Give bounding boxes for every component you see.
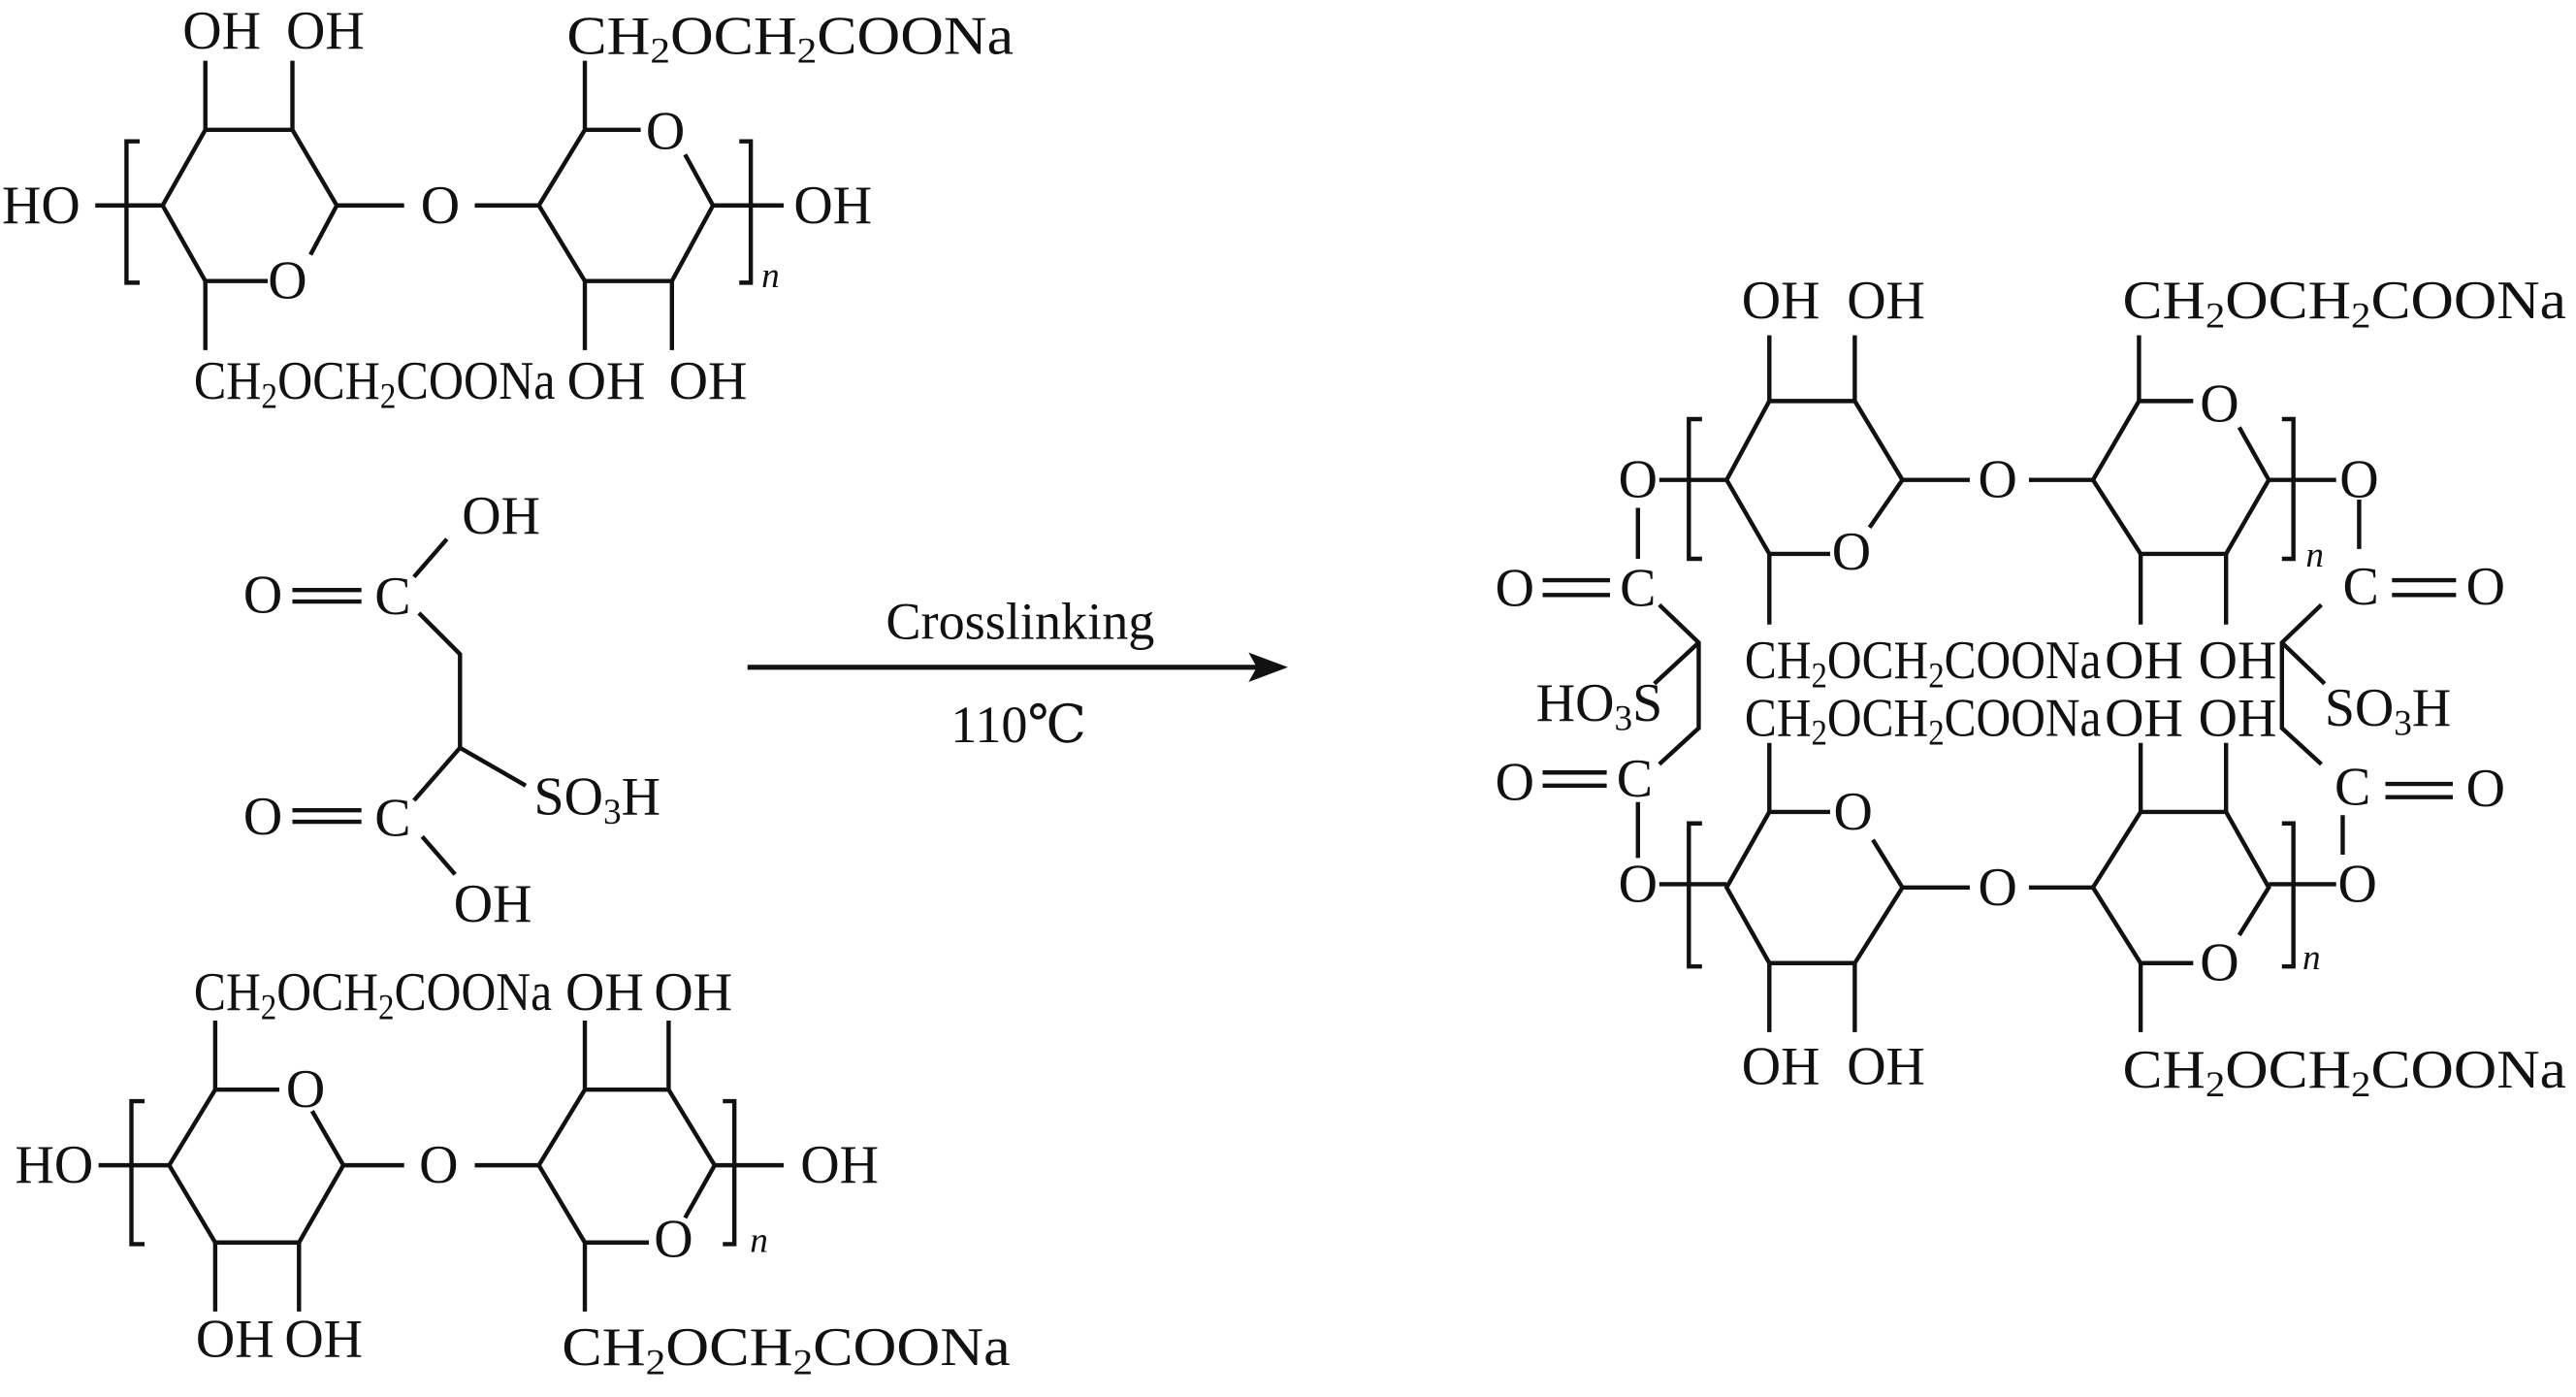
ester-oxygen-label: O bbox=[1619, 450, 1658, 510]
repeat-bracket bbox=[129, 1098, 737, 1247]
sulfonic-acid-label: HO3S bbox=[1536, 673, 1662, 738]
polymer-top-bonds bbox=[95, 60, 784, 350]
hydroxyl-label: OH bbox=[1742, 271, 1820, 331]
repeat-brackets bbox=[1687, 416, 2296, 969]
carboxymethyl-side-chain-label: CH2OCH2COONa bbox=[194, 962, 552, 1027]
ring-oxygen-label: O bbox=[2200, 933, 2238, 993]
ester-oxygen-label: O bbox=[2339, 450, 2378, 510]
sulfonic-acid-label: SO3H bbox=[534, 767, 660, 832]
product-left-linker-bonds bbox=[1542, 507, 1727, 887]
crosslinker-sulfosuccinic-acid: OH O C SO3H C O OH bbox=[243, 486, 660, 934]
sulfonic-acid-label: SO3H bbox=[2325, 678, 2451, 743]
hydroxyl-label: OH bbox=[286, 1, 365, 61]
hydroxyl-label: OH bbox=[565, 962, 644, 1023]
glycosidic-oxygen-label: O bbox=[1979, 858, 2017, 918]
carboxymethyl-side-chain-label: CH2OCH2COONa bbox=[194, 351, 556, 416]
product-right-linker-bonds bbox=[2269, 500, 2457, 887]
temperature-label: 110℃ bbox=[950, 696, 1086, 754]
ring-oxygen-label: O bbox=[1832, 522, 1871, 582]
carbon-label: C bbox=[1617, 749, 1653, 809]
hydroxyl-label: OH bbox=[567, 351, 646, 411]
hydroxyl-label: OH bbox=[182, 1, 261, 61]
carbon-label: C bbox=[1620, 558, 1656, 618]
ring-oxygen-label: O bbox=[2200, 374, 2238, 435]
ester-oxygen-label: O bbox=[1619, 854, 1658, 914]
hydroxyl-label: OH bbox=[669, 351, 748, 411]
hydroxyl-label: OH bbox=[1742, 1036, 1820, 1096]
carbon-label: C bbox=[2334, 757, 2370, 817]
carbonyl-oxygen-label: O bbox=[243, 787, 282, 847]
repeat-unit-n: n bbox=[2302, 938, 2321, 978]
repeat-unit-n: n bbox=[750, 1221, 768, 1261]
hydroxyl-label: OH bbox=[2199, 688, 2277, 748]
repeat-unit-n: n bbox=[761, 256, 780, 296]
carbonyl-oxygen-label: O bbox=[1496, 558, 1534, 618]
hydroxyl-label: OH bbox=[196, 1310, 274, 1370]
hydroxyl-label: OH bbox=[1847, 1036, 1925, 1096]
ring-oxygen-label: O bbox=[1834, 782, 1873, 842]
polymer-bottom-bonds bbox=[98, 1021, 784, 1312]
ring-oxygen-label: O bbox=[646, 102, 685, 162]
carbon-label: C bbox=[374, 567, 410, 627]
hydroxyl-label: OH bbox=[2105, 631, 2183, 691]
glycosidic-oxygen-label: O bbox=[1979, 450, 2017, 510]
carbon-label: C bbox=[374, 789, 410, 849]
ring-oxygen-label: O bbox=[654, 1209, 692, 1269]
ring-oxygen-label: O bbox=[286, 1059, 325, 1120]
product-bottom-unit-bonds bbox=[1723, 742, 2271, 1032]
hydroxyl-label: OH bbox=[284, 1310, 363, 1370]
arrow-head-icon bbox=[1248, 652, 1288, 683]
repeat-bracket bbox=[124, 139, 754, 285]
carbonyl-oxygen-label: O bbox=[243, 565, 282, 625]
end-group-label: HO bbox=[2, 176, 80, 236]
hydroxyl-label: OH bbox=[454, 874, 532, 934]
carbonyl-oxygen-label: O bbox=[2466, 557, 2505, 617]
ester-oxygen-label: O bbox=[2338, 854, 2377, 914]
carbonyl-oxygen-label: O bbox=[1496, 752, 1534, 812]
carboxymethyl-side-chain-label: CH2OCH2COONa bbox=[1745, 688, 2102, 753]
hydroxyl-label: OH bbox=[2105, 688, 2183, 748]
end-group-label: OH bbox=[793, 176, 872, 236]
glycosidic-oxygen-label: O bbox=[419, 1135, 458, 1195]
product-top-unit-bonds bbox=[1658, 335, 2336, 625]
carbon-label: C bbox=[2342, 557, 2378, 617]
carboxymethyl-side-chain-label: CH2OCH2COONa bbox=[1745, 631, 2102, 696]
reagent-label: Crosslinking bbox=[886, 592, 1154, 650]
carbonyl-oxygen-label: O bbox=[2466, 759, 2505, 819]
hydroxyl-label: OH bbox=[654, 962, 732, 1023]
hydroxyl-label: OH bbox=[462, 486, 540, 546]
reaction-arrow: Crosslinking 110℃ bbox=[747, 592, 1288, 754]
reactant-polymer-bottom: CH2OCH2COONa OH OH O HO O OH O n OH OH C… bbox=[16, 962, 1011, 1382]
crosslinker-bonds bbox=[292, 537, 528, 876]
end-group-label: HO bbox=[16, 1135, 94, 1195]
repeat-unit-n: n bbox=[2305, 536, 2324, 575]
hydroxyl-label: OH bbox=[1847, 271, 1925, 331]
glycosidic-oxygen-label: O bbox=[421, 176, 460, 236]
hydroxyl-label: OH bbox=[2199, 631, 2277, 691]
ring-oxygen-label: O bbox=[268, 251, 306, 311]
end-group-label: OH bbox=[800, 1135, 879, 1195]
